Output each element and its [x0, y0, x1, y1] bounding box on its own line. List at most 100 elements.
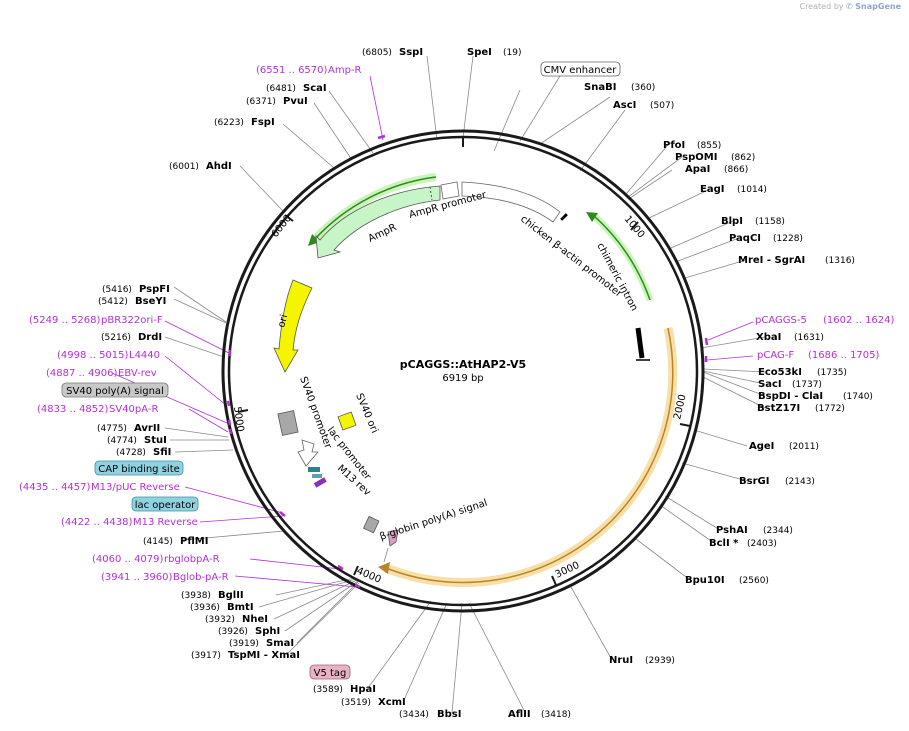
- m13-rev-block: [313, 477, 327, 488]
- site-pos: (6223): [214, 118, 244, 128]
- primer-range: (1602 .. 1624): [823, 315, 895, 326]
- sites-bottom: AflII (3418) (3434) BbsI (3519) XcmI (35…: [313, 684, 571, 720]
- site-pos: (2143): [785, 477, 815, 487]
- site-name: BbsI: [437, 709, 461, 720]
- site-pos: (6805): [362, 48, 392, 58]
- feature-label-beta-globin-polya: β-globin poly(A) signal: [379, 498, 489, 543]
- primer-leader-lines: [111, 75, 754, 588]
- site-pos: (3919): [229, 639, 259, 649]
- site-name: XbaI: [756, 332, 781, 343]
- site-pos: (1316): [825, 256, 855, 266]
- site-name: TspMI - XmaI: [228, 650, 300, 661]
- site-name: AvrII: [134, 423, 160, 434]
- site-name: SspI: [399, 47, 423, 58]
- actin-promoter-block: [560, 213, 568, 221]
- backbone-inner-ring: [227, 135, 699, 607]
- site-name: AflII: [508, 709, 531, 720]
- site-pos: (6001): [169, 162, 199, 172]
- primer-name: M13/pUC Reverse: [91, 482, 180, 493]
- site-pos: (5216): [101, 333, 131, 343]
- site-pos: (1737): [792, 380, 822, 390]
- primer-name: pBR322ori-F: [101, 315, 163, 326]
- site-pos: (1631): [794, 333, 824, 343]
- site-name: PspFI: [139, 284, 170, 295]
- site-name: MreI - SgrAI: [738, 255, 805, 266]
- site-name: PshAI: [716, 525, 748, 536]
- tick-label-4000: 4000: [355, 566, 383, 586]
- site-pos: (1740): [843, 392, 873, 402]
- site-name: AscI: [613, 100, 636, 111]
- credit-brand: SnapGene: [855, 2, 901, 11]
- v5-tag-arrow: [387, 529, 399, 547]
- site-name: PaqCI: [729, 233, 761, 244]
- primer-range: (6551 .. 6570): [256, 65, 328, 76]
- primer-name: SV40pA-R: [109, 404, 158, 415]
- site-name: SmaI: [266, 638, 294, 649]
- site-name: BsrGI: [739, 476, 769, 487]
- beta-globin-polya-box: [362, 515, 380, 534]
- site-pos: (1228): [773, 234, 803, 244]
- site-pos: (507): [650, 101, 674, 111]
- site-pos: (4775): [97, 424, 127, 434]
- primer-name: M13 Reverse: [133, 517, 198, 528]
- cds-arc: [385, 327, 674, 584]
- site-name: NheI: [242, 614, 268, 625]
- primer-marks: [226, 134, 709, 589]
- site-name: FspI: [251, 117, 275, 128]
- site-pos: (4774): [107, 436, 137, 446]
- site-name: BglII: [218, 590, 244, 601]
- sites-left: (6805) SspI (6481) ScaI (6371) PvuI (622…: [97, 47, 423, 661]
- primer-range: (4998 .. 5015): [57, 350, 129, 361]
- site-name: SphI: [255, 626, 280, 637]
- site-pos: (4728): [116, 448, 146, 458]
- tick-label-1000: 1000: [622, 214, 647, 241]
- primer-range: (4422 .. 4438): [61, 517, 133, 528]
- site-name: SnaBI: [584, 82, 616, 93]
- cds-arrowhead: [378, 562, 390, 574]
- site-pos: (360): [631, 83, 655, 93]
- site-name: Eco53kI: [758, 367, 802, 378]
- feature-label-ori: ori: [276, 313, 290, 328]
- primer-range: (4060 .. 4079): [92, 554, 164, 565]
- site-name: SpeI: [467, 47, 492, 58]
- primer-name: pCAGGS-5: [755, 315, 807, 326]
- v5-tag-label: V5 tag: [314, 668, 347, 679]
- primer-name: Amp-R: [328, 65, 362, 76]
- site-pos: (2403): [747, 539, 777, 549]
- primer-name: Bglob-pA-R: [173, 572, 229, 583]
- v5-tag-leader: [383, 547, 389, 563]
- site-pos: (3936): [190, 603, 220, 613]
- primer-range: (1686 .. 1705): [808, 350, 880, 361]
- site-pos: (1014): [737, 185, 767, 195]
- snapgene-credit: Created by ✆ SnapGene: [799, 2, 901, 11]
- site-name: StuI: [144, 435, 167, 446]
- tick-marks: [237, 137, 691, 586]
- primer-range: (3941 .. 3960): [101, 572, 173, 583]
- sv40-polya-label: SV40 poly(A) signal: [66, 386, 164, 397]
- primer-range: (5249 .. 5268): [29, 315, 101, 326]
- lac-operator-label: lac operator: [135, 500, 196, 511]
- site-pos: (1735): [817, 368, 847, 378]
- site-pos: (3938): [181, 591, 211, 601]
- site-pos: (2344): [763, 526, 793, 536]
- lac-operator-block: [312, 474, 322, 478]
- chimeric-intron-arrowhead: [586, 212, 598, 222]
- site-pos: (19): [503, 48, 521, 58]
- site-name: PflMI: [180, 536, 208, 547]
- site-name: NruI: [609, 655, 633, 666]
- actin-promoter-shape: [461, 181, 561, 223]
- ori-arrow: [273, 279, 313, 373]
- site-name: AgeI: [749, 441, 774, 452]
- sv40-ori-box: [337, 411, 357, 431]
- primer-labels: (6551 .. 6570) Amp-R pCAGGS-5 (1602 .. 1…: [19, 65, 895, 583]
- site-name: SfiI: [153, 447, 171, 458]
- primer-range: (4833 .. 4852): [37, 404, 109, 415]
- site-pos: (5412): [98, 297, 128, 307]
- cap-binding-site-box: [94, 460, 184, 476]
- primer-range: (4435 .. 4457): [19, 482, 91, 493]
- xba-block: [635, 327, 645, 359]
- sites-right: SpeI (19) SnaBI (360) AscI (507) PfoI (8…: [467, 47, 873, 666]
- lac-operator-box: [131, 496, 199, 512]
- site-pos: (862): [731, 153, 755, 163]
